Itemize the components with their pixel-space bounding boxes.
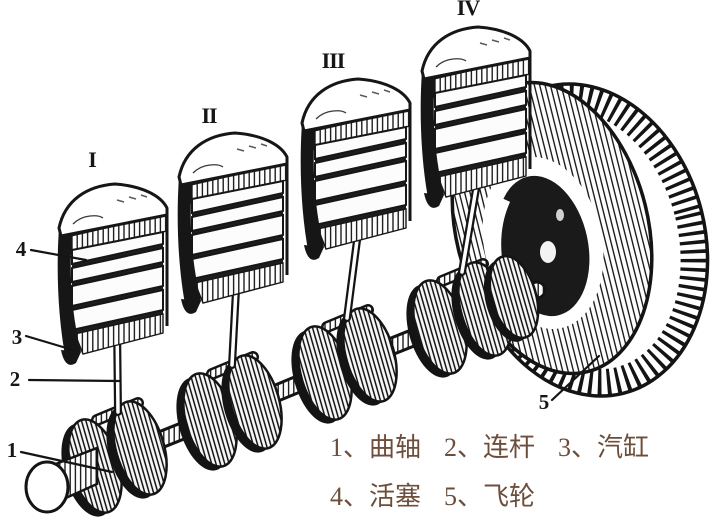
cylinder-label-1: I: [88, 147, 96, 172]
cylinder-label-4: IV: [457, 0, 481, 20]
cylinder-3: [299, 77, 412, 262]
leader-line-3: [24, 334, 75, 352]
leader-line-1: [19, 450, 114, 474]
legend-item-connecting-rod: 2、连杆: [444, 433, 536, 462]
part-number-5: 5: [539, 390, 550, 414]
leader-line-2: [27, 378, 121, 383]
cylinder-label-2: II: [201, 103, 217, 128]
part-number-3: 3: [12, 325, 23, 349]
part-number-1: 1: [7, 438, 18, 462]
hub-speckle: [556, 209, 564, 221]
legend-item-cylinder: 3、汽缸: [558, 433, 650, 462]
crankshaft-nose: [24, 446, 99, 514]
hub-speckle: [540, 241, 556, 263]
leader-line-4: [29, 248, 88, 262]
legend-row-1: 1、曲轴 2、连杆 3、汽缸: [330, 435, 649, 461]
cylinder-1: [56, 182, 169, 367]
part-number-2: 2: [10, 367, 21, 391]
legend-item-piston: 4、活塞: [330, 482, 422, 511]
leader-line-5: [550, 354, 601, 402]
crankshaft: [24, 254, 547, 517]
legend-row-2: 4、活塞 5、飞轮: [330, 484, 535, 510]
cylinder-2: [176, 131, 289, 316]
cylinder-label-3: III: [322, 48, 345, 73]
legend-item-flywheel: 5、飞轮: [444, 482, 536, 511]
leader-lines: [19, 248, 601, 474]
part-number-4: 4: [16, 237, 27, 261]
legend-item-crankshaft: 1、曲轴: [330, 433, 422, 462]
